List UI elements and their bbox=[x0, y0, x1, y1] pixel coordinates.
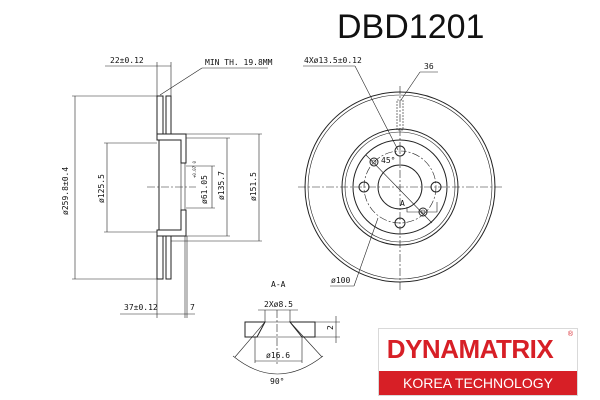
bolt-hole bbox=[394, 217, 406, 229]
min-thickness-label: MIN TH. 19.8MM bbox=[205, 58, 273, 67]
section-marker: A bbox=[400, 199, 405, 208]
bolt-hole bbox=[430, 181, 442, 193]
vanes-label: 36 bbox=[424, 62, 434, 71]
height-label: 37±0.12 bbox=[124, 303, 158, 312]
depth-label: 2 bbox=[326, 325, 335, 330]
section-title: A-A bbox=[271, 280, 286, 289]
side-view: ø259.8±0.4 ø125.5 ø61.05 +0.07 0 ø135.7 … bbox=[61, 56, 273, 318]
pcd-label: ø100 bbox=[331, 276, 350, 285]
center-bore-tolerance: +0.07 0 bbox=[192, 161, 197, 178]
section-a-a: A-A 2Xø8.5 ø16.6 90° 2 bbox=[232, 280, 340, 386]
brand-logo: DYNAMATRIX ® KOREA TECHNOLOGY bbox=[378, 328, 578, 396]
center-bore-label: ø61.05 bbox=[200, 175, 209, 204]
section-holes-label: 2Xø8.5 bbox=[264, 300, 293, 309]
bolt-hole bbox=[394, 145, 406, 157]
angle-label: 45° bbox=[381, 156, 395, 165]
part-number-title: DBD1201 bbox=[337, 8, 485, 46]
bolt-holes-label: 4Xø13.5±0.12 bbox=[304, 56, 362, 65]
registered-mark: ® bbox=[567, 331, 573, 338]
hub-diameter-label: ø135.7 bbox=[217, 171, 226, 200]
logo-brand-name: DYNAMATRIX bbox=[386, 334, 554, 364]
thickness-label: 22±0.12 bbox=[110, 56, 144, 65]
front-view: A 45° 4Xø13.5±0.12 36 ø100 bbox=[298, 56, 502, 290]
outer-diameter-label: ø259.8±0.4 bbox=[61, 167, 70, 215]
hub-thickness-label: 7 bbox=[190, 303, 195, 312]
logo-tagline: KOREA TECHNOLOGY bbox=[379, 371, 577, 395]
inner-diameter-label: ø125.5 bbox=[97, 174, 106, 203]
countersink-angle-label: 90° bbox=[270, 377, 284, 386]
bolt-hole bbox=[358, 181, 370, 193]
hat-diameter-label: ø151.5 bbox=[249, 172, 258, 201]
countersink-diameter-label: ø16.6 bbox=[266, 351, 290, 360]
